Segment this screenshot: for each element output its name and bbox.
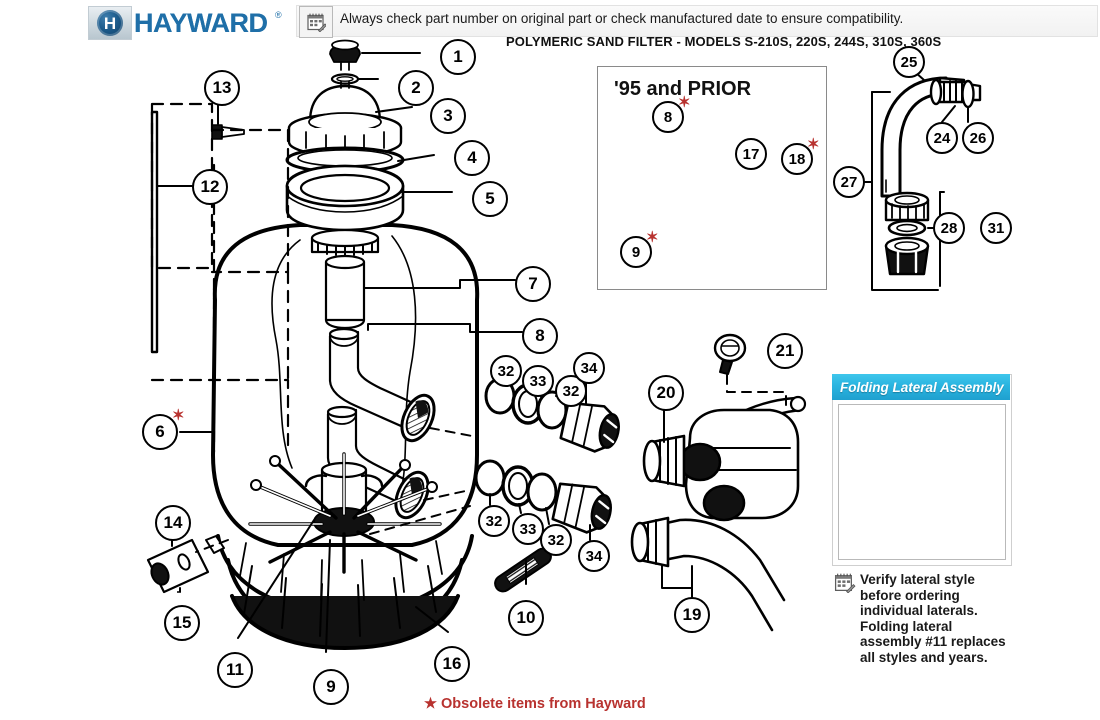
callout-bubble-19[interactable]: 19 <box>674 597 710 633</box>
notepad-pencil-icon <box>299 6 333 38</box>
callout-bubble-8[interactable]: 8 <box>652 101 684 133</box>
callout-bubble-34[interactable]: 34 <box>573 352 605 384</box>
callout-bubble-21[interactable]: 21 <box>767 333 803 369</box>
callout-bubble-18[interactable]: 18 <box>781 143 813 175</box>
callout-bubble-13[interactable]: 13 <box>204 70 240 106</box>
callout-bubble-16[interactable]: 16 <box>434 646 470 682</box>
callout-bubble-14[interactable]: 14 <box>155 505 191 541</box>
folding-lateral-illustration-frame <box>838 404 1006 560</box>
callout-bubble-32[interactable]: 32 <box>490 355 522 387</box>
callout-bubble-3[interactable]: 3 <box>430 98 466 134</box>
callout-bubble-32[interactable]: 32 <box>540 524 572 556</box>
callout-bubble-17[interactable]: 17 <box>735 138 767 170</box>
obsolete-items-note: ★ Obsolete items from Hayward <box>424 696 646 712</box>
callout-bubble-4[interactable]: 4 <box>454 140 490 176</box>
verify-line: assembly #11 replaces <box>860 634 1006 649</box>
verify-line: Verify lateral style <box>860 572 975 587</box>
callout-bubble-28[interactable]: 28 <box>933 212 965 244</box>
callout-bubble-27[interactable]: 27 <box>833 166 865 198</box>
callout-bubble-31[interactable]: 31 <box>980 212 1012 244</box>
prior-models-title: '95 and PRIOR <box>614 78 752 100</box>
callout-bubble-7[interactable]: 7 <box>515 266 551 302</box>
callout-bubble-25[interactable]: 25 <box>893 46 925 78</box>
verify-line: individual laterals. <box>860 603 978 618</box>
hayward-h-icon: H <box>97 10 123 36</box>
model-title: POLYMERIC SAND FILTER - MODELS S-210S, 2… <box>506 34 942 49</box>
callout-bubble-32[interactable]: 32 <box>478 505 510 537</box>
trademark-symbol: ® <box>275 10 282 20</box>
compatibility-note-strip <box>296 5 1098 37</box>
callout-bubble-11[interactable]: 11 <box>217 652 253 688</box>
folding-lateral-title: Folding Lateral Assembly <box>840 379 1004 395</box>
callout-bubble-24[interactable]: 24 <box>926 122 958 154</box>
callout-bubble-9[interactable]: 9 <box>313 669 349 705</box>
callout-bubble-9[interactable]: 9 <box>620 236 652 268</box>
callout-bubble-10[interactable]: 10 <box>508 600 544 636</box>
logo-letter: H <box>103 13 117 33</box>
callout-bubble-1[interactable]: 1 <box>440 39 476 75</box>
notepad-pencil-glyph <box>307 13 326 32</box>
prior-models-inset <box>597 66 827 290</box>
callout-bubble-8[interactable]: 8 <box>522 318 558 354</box>
hayward-wordmark: HAYWARD <box>134 8 268 38</box>
callout-bubble-6[interactable]: 6 <box>142 414 178 450</box>
notepad-pencil-glyph <box>834 573 856 594</box>
callout-bubble-2[interactable]: 2 <box>398 70 434 106</box>
verify-line: Folding lateral <box>860 618 953 634</box>
notepad-pencil-icon <box>832 572 858 594</box>
folding-lateral-header: Folding Lateral Assembly <box>832 374 1010 400</box>
verify-lateral-note: Verify lateral style before ordering ind… <box>860 572 1100 665</box>
callout-bubble-5[interactable]: 5 <box>472 181 508 217</box>
hayward-logo-emblem: H <box>88 6 132 40</box>
verify-line: before ordering <box>860 587 960 603</box>
compatibility-note-text: Always check part number on original par… <box>340 11 904 26</box>
callout-bubble-34[interactable]: 34 <box>578 540 610 572</box>
callout-bubble-20[interactable]: 20 <box>648 375 684 411</box>
callout-bubble-12[interactable]: 12 <box>192 169 228 205</box>
callout-bubble-33[interactable]: 33 <box>522 365 554 397</box>
callout-bubble-26[interactable]: 26 <box>962 122 994 154</box>
verify-line: all styles and years. <box>860 649 988 665</box>
callout-bubble-15[interactable]: 15 <box>164 605 200 641</box>
callout-bubble-32[interactable]: 32 <box>555 375 587 407</box>
